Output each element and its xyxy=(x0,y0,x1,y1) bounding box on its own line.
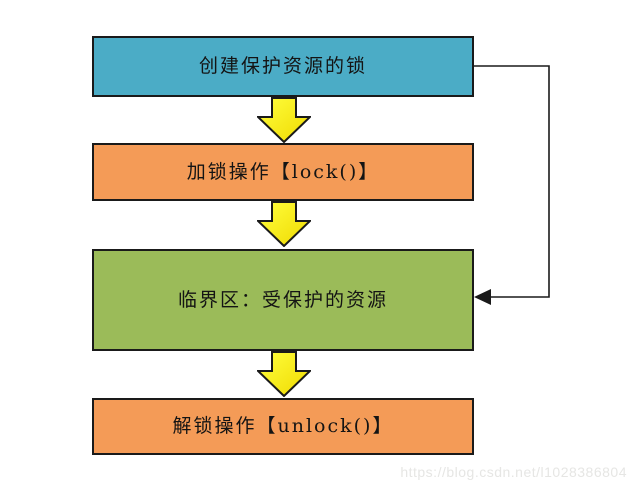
block-arrow-down-icon xyxy=(257,97,311,143)
node-critical-section: 临界区：受保护的资源 xyxy=(92,249,474,351)
block-arrow-down-icon xyxy=(257,201,311,247)
node-create-lock: 创建保护资源的锁 xyxy=(92,36,474,97)
watermark-text: https://blog.csdn.net/l1028386804 xyxy=(400,464,627,480)
block-arrow-down-icon xyxy=(257,351,311,397)
node-lock-operation: 加锁操作【lock()】 xyxy=(92,143,474,201)
arrowhead-left-icon xyxy=(474,289,491,305)
node-unlock-operation: 解锁操作【unlock()】 xyxy=(92,398,474,455)
